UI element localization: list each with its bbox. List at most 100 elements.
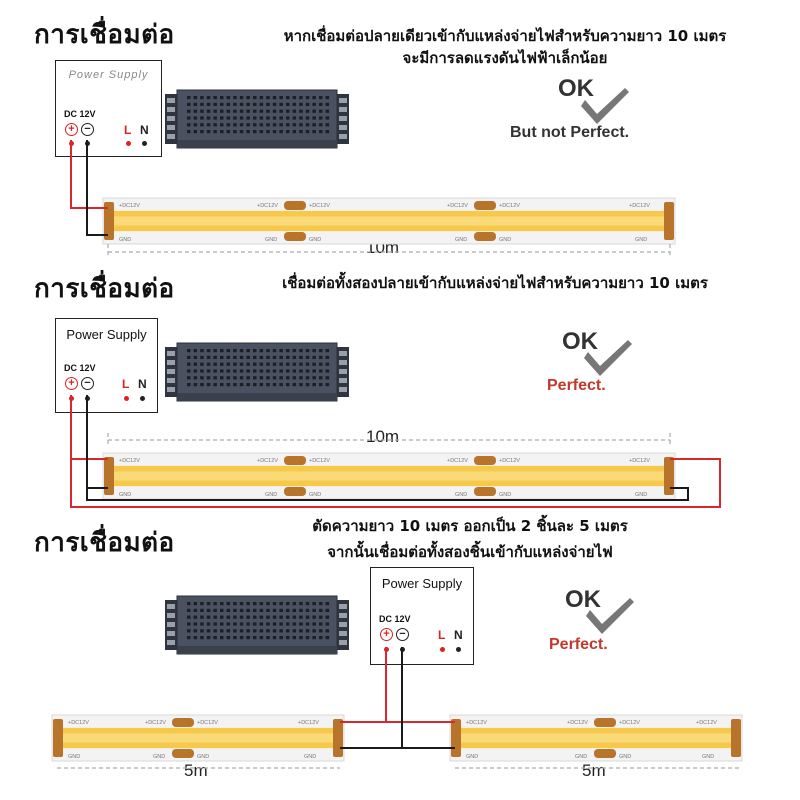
section1-psu-picture-vent-5-11: [259, 130, 264, 134]
section3-psu-picture-vent-5-21: [325, 636, 330, 640]
section3-led-strip-left-pad-label-pos-a-0: +DC12V: [145, 720, 166, 726]
section3-led-strip-right-label-pos-right: +DC12V: [696, 720, 717, 726]
section3-psu-picture-vent-1-20: [319, 608, 323, 612]
section3-psu-picture-vent-4-11: [259, 629, 264, 633]
section3-psu-picture-vent-5-12: [266, 636, 270, 640]
section3-psu-picture-vent-1-16: [292, 608, 297, 612]
section2-led-strip-pad-label-gnd-b-0: GND: [309, 492, 321, 498]
section3-ps-l-label: L: [438, 628, 446, 642]
section1-led-strip-pad-label-gnd-b-1: GND: [499, 237, 511, 243]
section1-psu-picture-screw-left-1: [167, 107, 175, 112]
section1-ps-l-label: L: [124, 123, 132, 137]
section2-psu-picture-vent-3-15: [286, 369, 290, 373]
section3-ps-dc-label: DC 12V: [379, 614, 411, 624]
section1-psu-picture-vent-2-7: [233, 109, 237, 113]
section3-psu-picture-vent-2-8: [239, 615, 244, 619]
section2-psu-picture-vent-0-14: [279, 349, 283, 353]
section2-psu-picture-vent-4-3: [206, 376, 211, 380]
section1-psu-picture-vent-1-15: [286, 102, 290, 106]
section3-led-strip-right-cob-glow: [452, 733, 740, 743]
section1-length-label: 10m: [362, 238, 404, 258]
section3-psu-picture-vent-2-5: [220, 615, 224, 619]
section1-psu-picture-screw-left-2: [167, 116, 175, 121]
section2-psu-picture-vent-2-16: [292, 362, 297, 366]
section3-psu-picture-vent-1-10: [253, 608, 257, 612]
section2-led-strip-label-pos-left: +DC12V: [119, 458, 140, 464]
section2-psu-picture-vent-1-21: [325, 355, 330, 359]
section1-psu-picture-vent-2-13: [272, 109, 277, 113]
section3-psu-picture-vent-1-19: [312, 608, 316, 612]
section2-led-strip-label-gnd-left: GND: [119, 492, 131, 498]
section2-psu-picture-vent-5-14: [279, 383, 283, 387]
section3-led-strip-right-end-pad-left: [451, 719, 461, 757]
section2-psu-picture-vent-5-10: [253, 383, 257, 387]
section3-psu-picture-vent-3-9: [246, 622, 250, 626]
section3-psu-picture-vent-1-2: [200, 608, 204, 612]
section3-psu-picture-vent-4-2: [200, 629, 204, 633]
section3-psu-picture-vent-5-19: [312, 636, 316, 640]
section3-psu-picture-vent-4-14: [279, 629, 283, 633]
section3-psu-picture-vent-3-11: [259, 622, 264, 626]
section3-psu-picture-vent-0-0: [187, 602, 191, 606]
section1-psu-picture-vent-0-2: [200, 96, 204, 100]
section3-psu-picture-vent-5-4: [213, 636, 217, 640]
section1-psu-picture-vent-1-4: [213, 102, 217, 106]
section3-ps-plus-terminal: +: [380, 628, 393, 641]
section2-ps-l-label: L: [122, 377, 130, 391]
section1-psu-picture-vent-0-12: [266, 96, 270, 100]
section1-psu-picture-screw-left-4: [167, 134, 175, 139]
section1-led-strip-end-pad-left: [104, 202, 114, 240]
section2-psu-picture-vent-0-15: [286, 349, 290, 353]
section1-psu-picture-vent-1-21: [325, 102, 330, 106]
section1-psu-picture-vent-2-1: [193, 109, 198, 113]
section2-psu-picture-vent-1-0: [187, 355, 191, 359]
section1-led-strip-cut-pad-top-1: [474, 201, 496, 210]
section1-psu-picture-vent-1-16: [292, 102, 297, 106]
section3-ps-dot-n: [456, 647, 461, 652]
section1-psu-picture-vent-3-5: [220, 116, 224, 120]
section2-psu-picture-vent-0-2: [200, 349, 204, 353]
section1-led-strip-end-pad-right: [664, 202, 674, 240]
section1-ps-plus-terminal: +: [65, 123, 78, 136]
section3-psu-picture-vent-4-9: [246, 629, 250, 633]
section1-psu-picture-vent-2-16: [292, 109, 297, 113]
section2-psu-picture-vent-5-5: [220, 383, 224, 387]
section3-psu-picture-vent-0-6: [226, 602, 231, 606]
section2-psu-picture-vent-2-14: [279, 362, 283, 366]
section2-psu-picture-vent-4-14: [279, 376, 283, 380]
section3-psu-picture-vent-4-20: [319, 629, 323, 633]
section2-psu-picture-vent-2-3: [206, 362, 211, 366]
section3-psu-picture-vent-0-2: [200, 602, 204, 606]
section1-psu-picture-vent-4-4: [213, 123, 217, 127]
section2-psu-picture-vent-0-10: [253, 349, 257, 353]
section2-psu-picture-terminal-block-right: [337, 347, 349, 397]
section2-led-strip-pad-label-pos-b-0: +DC12V: [309, 458, 330, 464]
section3-psu-picture-vent-3-1: [193, 622, 198, 626]
section1-psu-picture-vent-4-5: [220, 123, 224, 127]
section2-led-strip-pad-label-pos-a-0: +DC12V: [257, 458, 278, 464]
section1-led-strip-cob-glow: [105, 216, 673, 226]
section1-psu-picture-vent-3-8: [239, 116, 244, 120]
section1-psu-picture-vent-5-8: [239, 130, 244, 134]
section3-psu-picture-vent-3-5: [220, 622, 224, 626]
section1-led-strip-cut-pad-bottom-0: [284, 232, 306, 241]
section1-led-strip-label-gnd-left: GND: [119, 237, 131, 243]
section2-psu-picture-vent-1-20: [319, 355, 323, 359]
section3-note-line2: จากนั้นเชื่อมต่อทั้งสองชิ้นเข้ากับแหล่งจ…: [327, 543, 613, 561]
section3-psu-picture-vent-4-16: [292, 629, 297, 633]
section2-psu-picture-vent-0-3: [206, 349, 211, 353]
section3-psu-picture-vent-5-1: [193, 636, 198, 640]
section2-led-strip-cob-glow: [105, 471, 673, 481]
section2-psu-picture-vent-3-20: [319, 369, 323, 373]
section2-psu-picture-vent-4-20: [319, 376, 323, 380]
section3-psu-picture-vent-3-6: [226, 622, 231, 626]
section1-psu-picture-vent-0-21: [325, 96, 330, 100]
section3-led-strip-left-end-pad-right: [333, 719, 343, 757]
section1-psu-picture-vent-4-10: [253, 123, 257, 127]
section1-psu-picture-vent-5-16: [292, 130, 297, 134]
section2-psu-picture-vent-5-3: [206, 383, 211, 387]
section3-psu-picture-vent-5-17: [299, 636, 303, 640]
section3-psu-picture-vent-3-3: [206, 622, 211, 626]
section2-psu-picture-vent-5-4: [213, 383, 217, 387]
